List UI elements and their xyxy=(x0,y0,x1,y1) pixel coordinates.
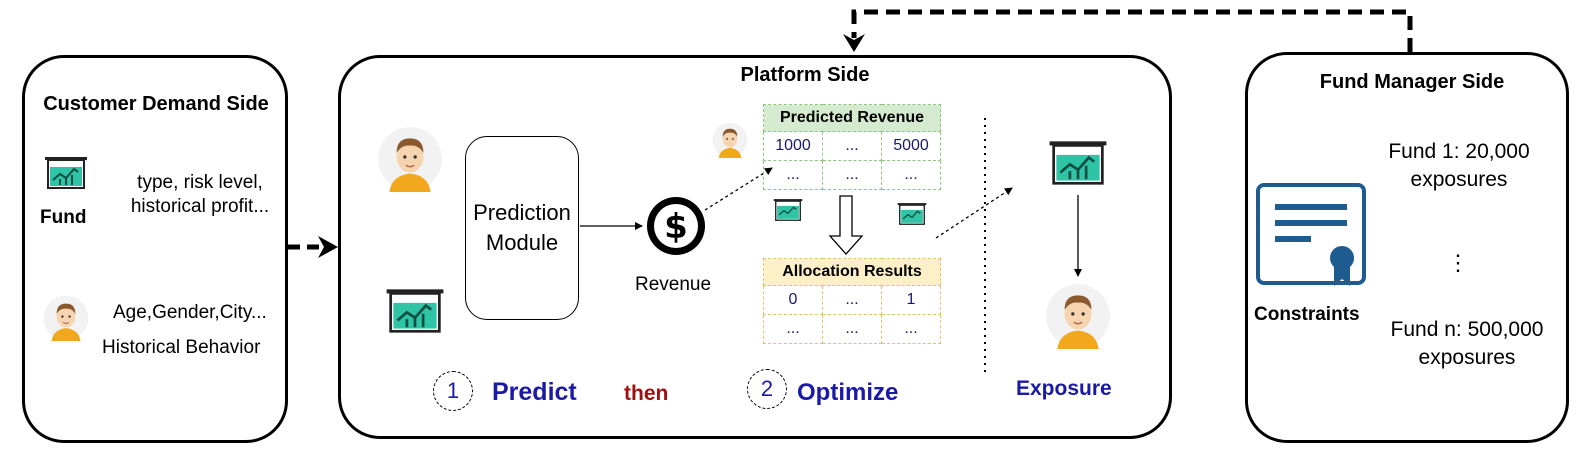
table-fund-icon-right xyxy=(897,203,927,225)
fund-label: Fund xyxy=(40,207,87,228)
platform-side-title: Platform Side xyxy=(740,64,870,86)
table-fund-icon-left xyxy=(773,199,803,221)
fund-attributes-line1: type, risk level, xyxy=(137,172,263,193)
revenue-to-table-arrow xyxy=(704,167,773,211)
exposure-user-avatar-icon xyxy=(1046,284,1110,349)
table-cell: ... xyxy=(822,160,882,190)
table-cell: 5000 xyxy=(881,131,941,161)
ellipsis-vertical: ⋮ xyxy=(1447,250,1469,275)
table-cell: ... xyxy=(881,314,941,344)
prediction-module-label: Prediction Module xyxy=(473,200,571,255)
table-cell: ... xyxy=(822,131,882,161)
table-cell: ... xyxy=(763,160,823,190)
allocation-results-table: Allocation Results 0 ... 1 ... ... ... xyxy=(763,258,941,344)
customer-side-title: Customer Demand Side xyxy=(43,93,269,115)
customer-to-platform-arrowhead xyxy=(318,236,338,258)
predicted-revenue-header: Predicted Revenue xyxy=(763,104,941,132)
platform-user-avatar-icon xyxy=(378,127,442,192)
revenue-label: Revenue xyxy=(635,274,712,295)
fund-attributes-line2: historical profit... xyxy=(130,196,270,217)
user-attributes-line2: Historical Behavior xyxy=(102,337,261,358)
allocation-to-exposure-arrow xyxy=(935,187,1013,239)
fund-icon xyxy=(45,157,87,189)
constraints-label: Constraints xyxy=(1254,304,1360,325)
customer-demand-panel xyxy=(22,55,288,443)
table-row: ... ... ... xyxy=(763,314,941,344)
fund-manager-side-title: Fund Manager Side xyxy=(1319,71,1505,93)
fund1-line2: exposures xyxy=(1410,168,1508,191)
dollar-icon: $ xyxy=(647,197,705,255)
feedback-arrowhead xyxy=(843,34,865,52)
table-cell: ... xyxy=(822,285,882,315)
table-cell: 0 xyxy=(763,285,823,315)
user-attributes-line1: Age,Gender,City... xyxy=(113,302,267,323)
step2-number: 2 xyxy=(747,369,787,409)
prediction-module: Prediction Module xyxy=(465,136,579,320)
table-cell: ... xyxy=(763,314,823,344)
table-cell: ... xyxy=(822,314,882,344)
exposure-label: Exposure xyxy=(1016,377,1112,400)
predicted-revenue-table: Predicted Revenue 1000 ... 5000 ... ... … xyxy=(763,104,941,190)
allocation-results-header: Allocation Results xyxy=(763,258,941,286)
fundn-line1: Fund n: 500,000 xyxy=(1390,318,1544,341)
fundn-line2: exposures xyxy=(1418,346,1516,369)
optimize-hollow-arrow xyxy=(828,195,864,255)
table-row: ... ... ... xyxy=(763,160,941,190)
svg-text:$: $ xyxy=(664,207,688,247)
constraints-certificate-icon xyxy=(1256,183,1366,286)
table-user-avatar-icon xyxy=(712,122,748,158)
table-cell: 1000 xyxy=(763,131,823,161)
table-row: 1000 ... 5000 xyxy=(763,131,941,161)
then-label: then xyxy=(624,382,669,405)
step1-label: Predict xyxy=(492,378,577,406)
step2-label: Optimize xyxy=(797,379,899,406)
table-row: 0 ... 1 xyxy=(763,285,941,315)
exposure-fund-icon xyxy=(1049,141,1107,185)
platform-fund-icon xyxy=(386,289,444,333)
table-cell: 1 xyxy=(881,285,941,315)
fund1-line1: Fund 1: 20,000 xyxy=(1388,140,1530,163)
feedback-dashed-arrow xyxy=(851,9,1413,52)
step1-number: 1 xyxy=(433,371,473,411)
table-cell: ... xyxy=(881,160,941,190)
user-avatar-icon xyxy=(43,295,89,341)
